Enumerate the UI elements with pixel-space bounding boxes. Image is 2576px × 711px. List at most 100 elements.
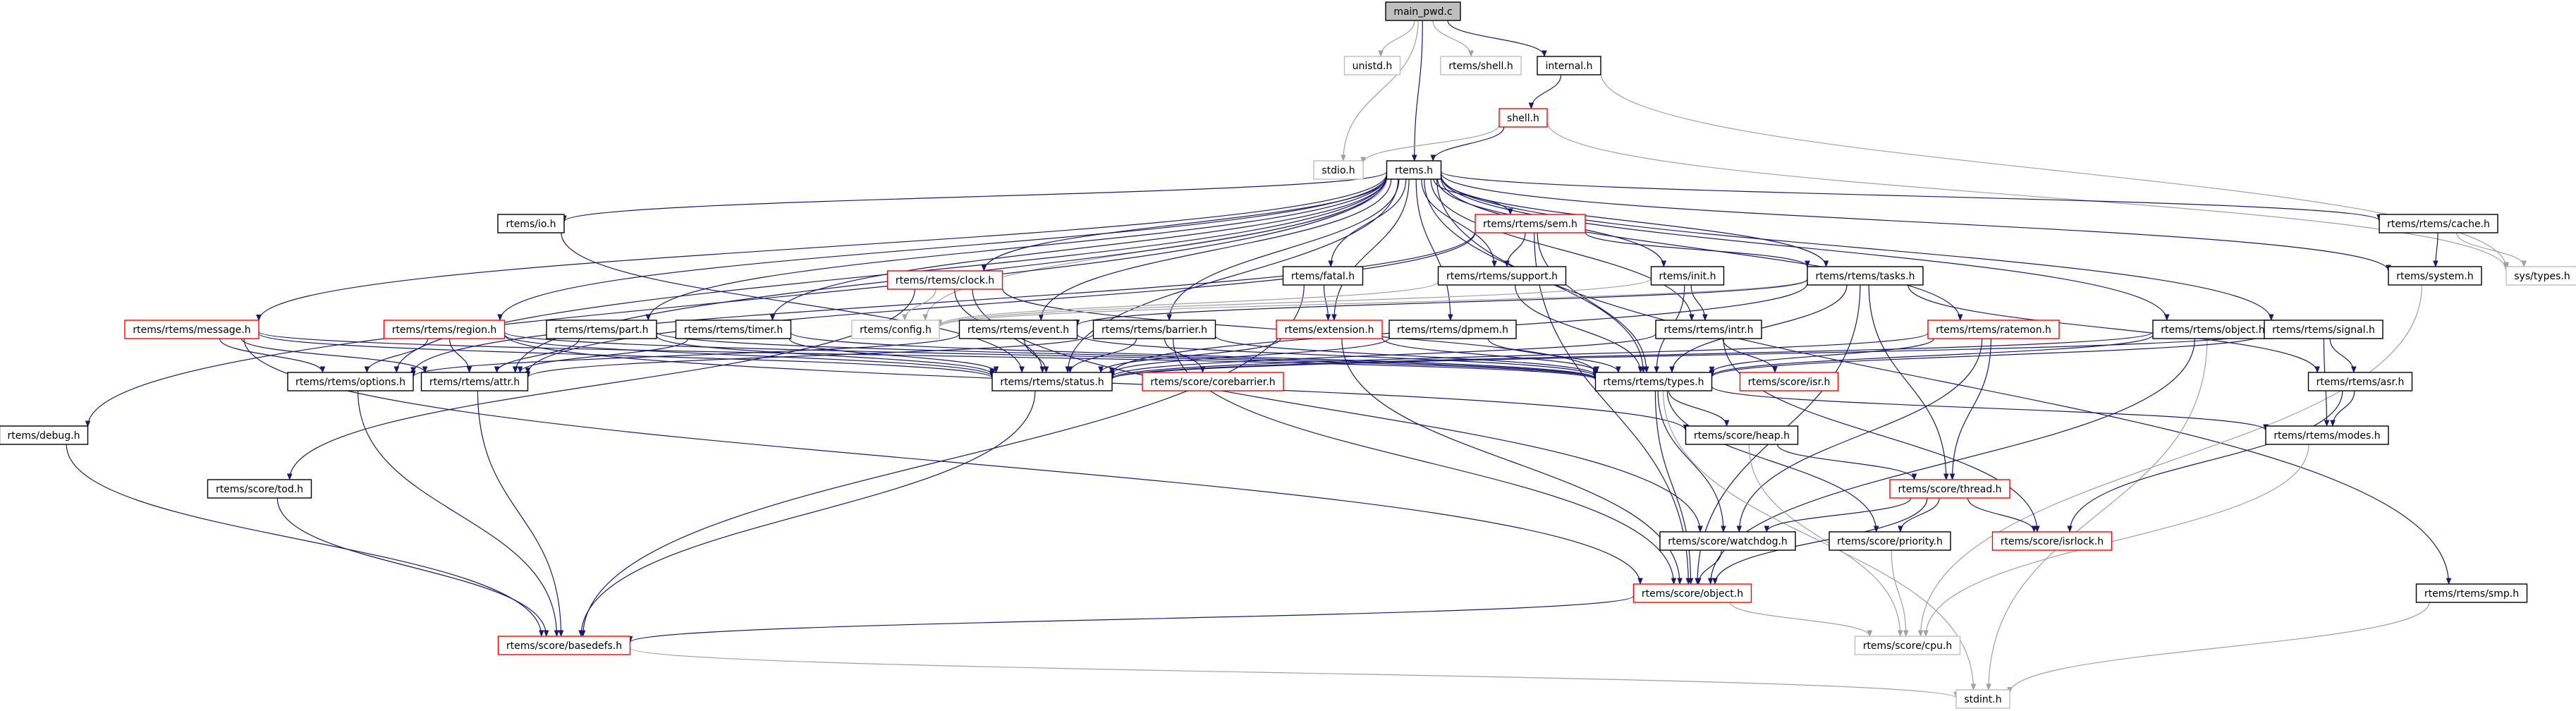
node-sem[interactable]: rtems/rtems/sem.h [1475, 214, 1586, 233]
node-box [1829, 531, 1951, 551]
node-box [2379, 214, 2498, 233]
node-config[interactable]: rtems/config.h [851, 320, 940, 339]
edge-ratemon-to-watchdog [1736, 338, 1983, 533]
node-label: rtems/rtems/signal.h [2272, 324, 2375, 336]
node-init[interactable]: rtems/init.h [1650, 266, 1725, 286]
edge-extension-to-types [1381, 337, 1599, 373]
node-tasks[interactable]: rtems/rtems/tasks.h [1807, 266, 1924, 286]
node-signal[interactable]: rtems/rtems/signal.h [2264, 320, 2383, 339]
edge-shell-to-rtems [1430, 126, 1505, 162]
node-dpmem[interactable]: rtems/rtems/dpmem.h [1388, 320, 1517, 339]
edge-types-to-modes [1711, 386, 2269, 432]
edge-cache-to-systypes [2456, 232, 2527, 267]
node-intr[interactable]: rtems/rtems/intr.h [1655, 320, 1762, 339]
node-part[interactable]: rtems/rtems/part.h [546, 320, 657, 339]
node-stdio[interactable]: stdio.h [1313, 160, 1364, 180]
node-modes[interactable]: rtems/rtems/modes.h [2265, 425, 2389, 445]
node-types[interactable]: rtems/rtems/types.h [1594, 372, 1713, 391]
node-ratemon[interactable]: rtems/rtems/ratemon.h [1927, 320, 2060, 339]
node-label: rtems/rtems/options.h [295, 377, 405, 388]
edge-region-to-attr [448, 338, 472, 373]
node-attr[interactable]: rtems/rtems/attr.h [420, 372, 529, 391]
node-barrier[interactable]: rtems/rtems/barrier.h [1092, 320, 1216, 339]
edge-timer-to-status [788, 338, 999, 373]
node-box [1807, 266, 1924, 286]
edge-rtems-to-ratemon [1440, 177, 1963, 321]
node-status[interactable]: rtems/rtems/status.h [991, 372, 1113, 391]
node-object[interactable]: rtems/rtems/object.h [2152, 320, 2273, 339]
node-label: rtems/init.h [1659, 271, 1716, 282]
node-watchdog[interactable]: rtems/score/watchdog.h [1659, 531, 1796, 551]
node-priority[interactable]: rtems/score/priority.h [1829, 531, 1951, 551]
edge-event-to-status [1023, 338, 1049, 373]
node-label: rtems/rtems/tasks.h [1815, 271, 1915, 282]
edge-types-to-heap [1668, 390, 1730, 427]
edge-extension-to-status [1098, 338, 1281, 373]
edge-message-to-types [258, 331, 1598, 381]
node-smp[interactable]: rtems/rtems/smp.h [2415, 583, 2528, 603]
node-support[interactable]: rtems/rtems/support.h [1437, 266, 1567, 286]
node-stdint[interactable]: stdint.h [1955, 689, 2010, 709]
edge-object-to-status [1109, 332, 2154, 380]
node-shell[interactable]: shell.h [1498, 108, 1548, 128]
edge-sem-to-tasks [1585, 231, 1810, 268]
edge-modes-to-cpu [1923, 444, 2309, 637]
edge-rtems-to-system [1440, 172, 2391, 272]
node-timer[interactable]: rtems/rtems/timer.h [675, 320, 792, 339]
edge-rtems-to-event [1038, 178, 1392, 321]
node-label: rtems/rtems/support.h [1446, 271, 1558, 282]
edge-shell-to-systypes [1546, 121, 2509, 272]
node-label: rtems/rtems/object.h [2161, 324, 2264, 336]
node-basedefs[interactable]: rtems/score/basedefs.h [497, 636, 631, 655]
node-box [497, 214, 565, 233]
node-label: rtems/rtems/message.h [133, 324, 250, 336]
node-label: rtems/score/object.h [1642, 588, 1743, 600]
node-extension[interactable]: rtems/extension.h [1276, 320, 1383, 339]
node-label: rtems/rtems/sem.h [1483, 219, 1577, 230]
edge-attr-to-basedefs [477, 390, 564, 637]
node-fatal[interactable]: rtems/fatal.h [1282, 266, 1364, 286]
node-label: rtems/rtems/cache.h [2387, 219, 2490, 230]
node-label: rtems/rtems/region.h [392, 324, 497, 336]
node-systypes[interactable]: sys/types.h [2505, 266, 2576, 286]
node-corebarrier[interactable]: rtems/score/corebarrier.h [1142, 372, 1284, 391]
node-thread[interactable]: rtems/score/thread.h [1889, 479, 2010, 499]
node-shellh_sys[interactable]: rtems/shell.h [1440, 56, 1522, 75]
node-heap[interactable]: rtems/score/heap.h [1685, 425, 1799, 445]
node-label: rtems/rtems/part.h [554, 324, 648, 336]
node-box [497, 636, 631, 655]
node-isrlock[interactable]: rtems/score/isrlock.h [1991, 531, 2113, 551]
node-isr[interactable]: rtems/score/isr.h [1739, 372, 1839, 391]
edge-rtems-to-fatal [1328, 178, 1407, 267]
edge-rtems-to-io [561, 171, 1388, 223]
node-main_pwd[interactable]: main_pwd.c [1385, 1, 1461, 21]
node-box [2264, 320, 2383, 339]
edge-rtems-to-tasks [1440, 176, 1829, 267]
node-tod[interactable]: rtems/score/tod.h [207, 479, 312, 499]
node-label: rtems/rtems/timer.h [684, 324, 783, 336]
edge-main_pwd-to-rtems [1411, 20, 1423, 162]
edge-cache-to-system [2433, 232, 2438, 267]
node-scoreobject[interactable]: rtems/score/object.h [1632, 583, 1752, 603]
node-event[interactable]: rtems/rtems/event.h [958, 320, 1078, 339]
node-rtems[interactable]: rtems.h [1386, 160, 1442, 180]
edge-system-to-cpu [1917, 284, 2423, 637]
edge-signal-to-asr [2329, 338, 2357, 373]
node-cache[interactable]: rtems/rtems/cache.h [2379, 214, 2498, 233]
node-unistd[interactable]: unistd.h [1343, 56, 1401, 75]
node-system[interactable]: rtems/system.h [2388, 266, 2482, 286]
node-region[interactable]: rtems/rtems/region.h [383, 320, 506, 339]
node-cpu[interactable]: rtems/score/cpu.h [1854, 636, 1961, 655]
node-message[interactable]: rtems/rtems/message.h [124, 320, 260, 339]
node-internal[interactable]: internal.h [1537, 56, 1601, 75]
node-box [1388, 320, 1517, 339]
node-io[interactable]: rtems/io.h [497, 214, 565, 233]
node-label: rtems/rtems/intr.h [1664, 324, 1753, 336]
node-asr[interactable]: rtems/rtems/asr.h [2307, 372, 2413, 391]
edge-rtems-to-clock [981, 176, 1388, 272]
node-options[interactable]: rtems/rtems/options.h [287, 372, 414, 391]
node-clock[interactable]: rtems/rtems/clock.h [886, 270, 1003, 290]
node-label: rtems/extension.h [1284, 324, 1374, 336]
edge-region-to-options [364, 338, 429, 373]
node-debug[interactable]: rtems/debug.h [0, 425, 89, 445]
